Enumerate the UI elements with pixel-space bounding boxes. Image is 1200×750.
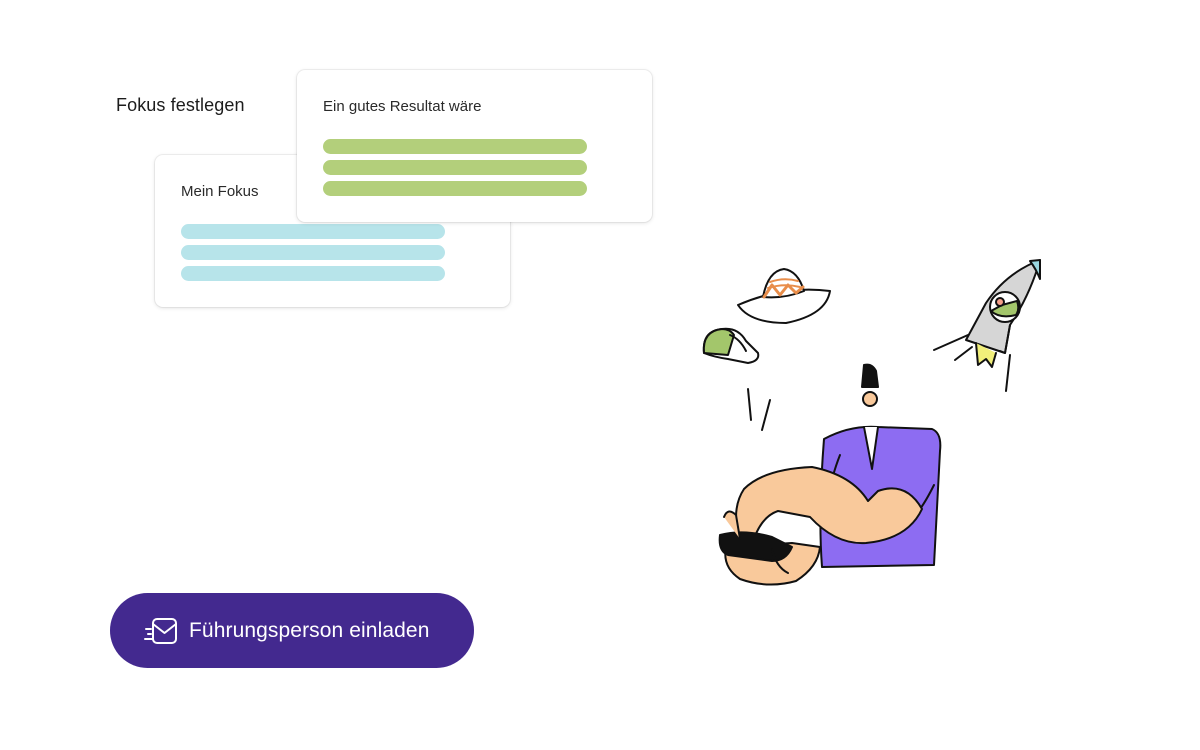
- result-card: Ein gutes Resultat wäre: [297, 70, 652, 222]
- sombrero-icon: [737, 268, 831, 324]
- result-placeholder-line-1: [323, 139, 587, 154]
- rocket-icon: [933, 259, 1041, 392]
- cap-icon: [702, 327, 760, 364]
- envelope-send-icon: [144, 616, 178, 646]
- result-placeholder-line-3: [323, 181, 587, 196]
- person-figure: [718, 425, 942, 586]
- person-with-phone-illustration: [702, 259, 1041, 586]
- focus-placeholder-line-1: [181, 224, 445, 239]
- invite-leader-button[interactable]: Führungsperson einladen: [110, 593, 474, 668]
- focus-placeholder-line-2: [181, 245, 445, 260]
- invite-leader-button-label: Führungsperson einladen: [189, 618, 430, 642]
- result-placeholder-line-2: [323, 160, 587, 175]
- exclamation-icon: [861, 363, 879, 407]
- result-card-label: Ein gutes Resultat wäre: [323, 98, 482, 115]
- section-title: Fokus festlegen: [116, 95, 245, 115]
- focus-placeholder-line-3: [181, 266, 445, 281]
- focus-card-label: Mein Fokus: [181, 183, 259, 200]
